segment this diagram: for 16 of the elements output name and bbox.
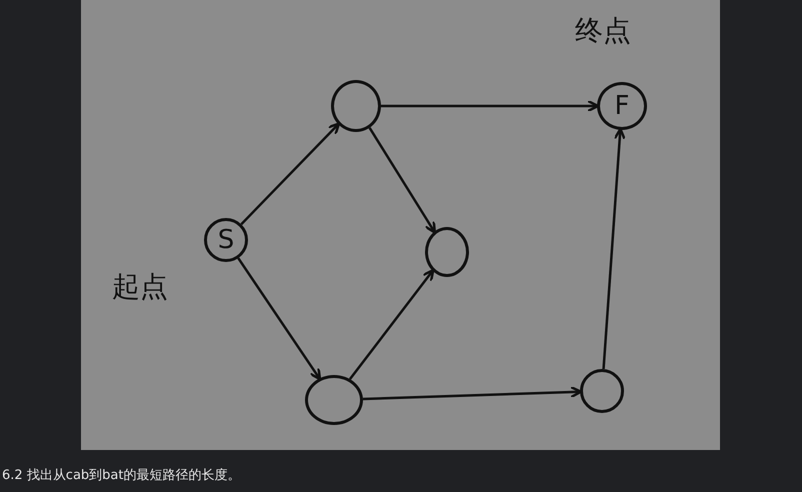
arrow bbox=[381, 100, 600, 112]
node-circle: S bbox=[204, 218, 248, 262]
empty-circle bbox=[425, 227, 469, 277]
node-label: 终点 bbox=[575, 13, 631, 49]
arrow bbox=[368, 127, 436, 234]
node-label: 起点 bbox=[112, 269, 168, 305]
arrow bbox=[240, 122, 340, 226]
arrow bbox=[348, 268, 434, 380]
arrow bbox=[237, 258, 322, 380]
arrow bbox=[602, 128, 626, 370]
caption: 6.2 找出从cab到bat的最短路径的长度。 bbox=[2, 467, 240, 484]
arrow bbox=[362, 386, 582, 400]
node-circle: F bbox=[597, 82, 647, 130]
empty-circle bbox=[580, 369, 624, 413]
empty-circle bbox=[305, 375, 363, 425]
empty-circle bbox=[331, 80, 381, 132]
